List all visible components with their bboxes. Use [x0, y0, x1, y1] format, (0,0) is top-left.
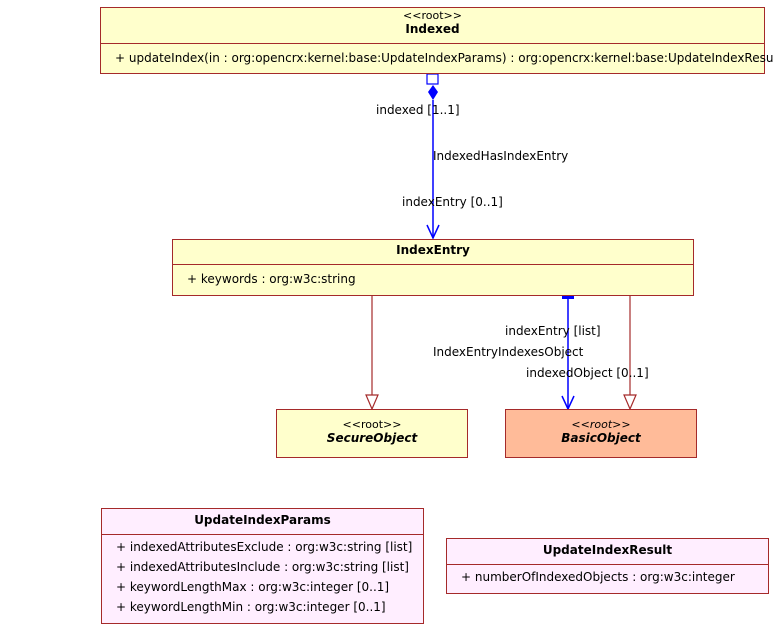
role-label-index-entry: indexEntry [0..1] [402, 195, 503, 209]
composition-diamond [428, 85, 438, 100]
class-name: Indexed [405, 22, 460, 36]
qualifier-bar [562, 295, 574, 299]
attribute-keyword-length-max: + keywordLengthMax : org:w3c:integer [0.… [116, 580, 390, 594]
role-label-indexed-object: indexedObject [0..1] [526, 366, 649, 380]
generalization-triangle [623, 394, 637, 411]
attribute-number-of-indexed-objects: + numberOfIndexedObjects : org:w3c:integ… [461, 570, 735, 584]
class-name: UpdateIndexParams [194, 513, 331, 527]
class-name: IndexEntry [396, 243, 470, 257]
association-name-index-entry-indexes-object: IndexEntryIndexesObject [433, 345, 584, 359]
association-name-indexed-has-index-entry: IndexedHasIndexEntry [433, 149, 569, 163]
class-update-index-result[interactable]: UpdateIndexResult + numberOfIndexedObjec… [446, 538, 769, 594]
stereotype-label: <<root>> [342, 418, 402, 431]
class-update-index-params[interactable]: UpdateIndexParams + indexedAttributesExc… [101, 508, 424, 624]
class-index-entry[interactable]: IndexEntry + keywords : org:w3c:string [172, 239, 694, 296]
class-name: UpdateIndexResult [542, 543, 673, 557]
operation-update-index: + updateIndex(in : org:opencrx:kernel:ba… [115, 51, 774, 65]
role-label-index-entry-list: indexEntry [list] [505, 324, 601, 338]
class-secure-object[interactable]: <<root>> SecureObject [276, 409, 468, 458]
class-name: SecureObject [326, 431, 418, 445]
stereotype-label: <<root>> [571, 418, 631, 431]
generalization-triangle [365, 394, 379, 411]
role-label-indexed: indexed [1..1] [376, 103, 460, 117]
association-arrowhead [426, 224, 440, 240]
generalization-index-entry-secure-object [365, 296, 379, 411]
generalization-index-entry-basic-object [623, 296, 637, 411]
attribute-indexed-attributes-include: + indexedAttributesInclude : org:w3c:str… [116, 560, 409, 574]
qualifier-box [426, 73, 439, 85]
class-basic-object[interactable]: <<root>> BasicObject [505, 409, 697, 458]
attribute-keywords: + keywords : org:w3c:string [187, 272, 356, 286]
stereotype-label: <<root>> [403, 9, 462, 22]
class-indexed[interactable]: <<root>> Indexed + updateIndex(in : org:… [100, 7, 774, 74]
association-indexed-has-index-entry [426, 73, 440, 240]
attribute-keyword-length-min: + keywordLengthMin : org:w3c:integer [0.… [116, 600, 386, 614]
attribute-indexed-attributes-exclude: + indexedAttributesExclude : org:w3c:str… [116, 540, 413, 554]
class-name: BasicObject [561, 431, 641, 445]
